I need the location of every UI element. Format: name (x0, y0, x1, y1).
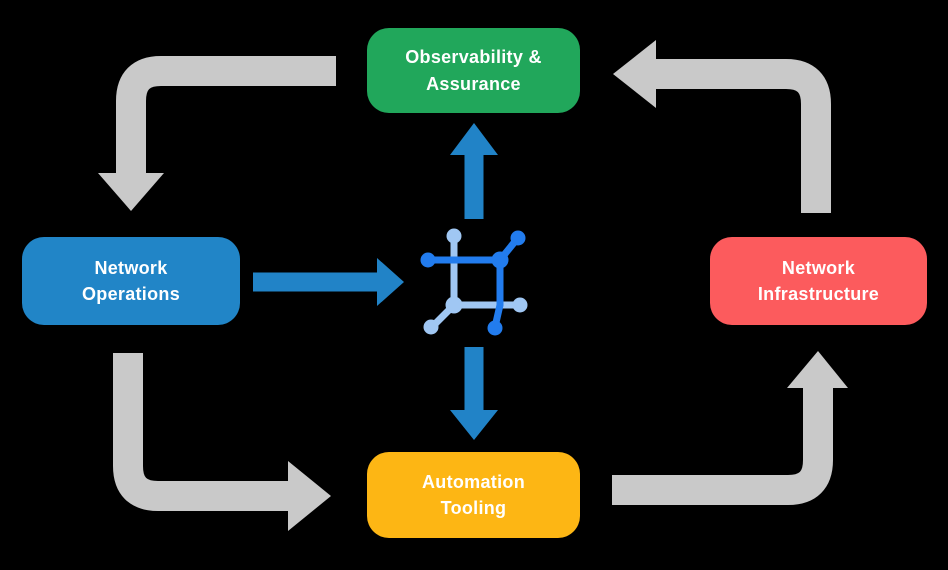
node-network-infrastructure: Network Infrastructure (710, 237, 927, 325)
node-label: Network Infrastructure (757, 257, 880, 304)
node-label: Observability & Assurance (405, 47, 542, 94)
arrow-automation-to-infrastructure (612, 351, 848, 505)
arrow-shaft (116, 56, 336, 174)
hub-icon-svg (420, 228, 528, 336)
icon-node-dark-left (420, 252, 436, 268)
arrow-observability-to-operations (98, 56, 336, 211)
arrow-operations-to-automation (113, 353, 331, 531)
arrow-shaft (113, 353, 288, 511)
arrow-center-to-automation (450, 347, 498, 440)
icon-joint-dark (491, 251, 509, 269)
arrow-infrastructure-to-observability (613, 40, 831, 213)
arrow-shaft (656, 59, 831, 213)
icon-node-light-top (446, 228, 462, 244)
icon-node-light-bottom-left (423, 319, 439, 335)
node-label: Automation Tooling (422, 471, 525, 518)
node-label: Network Operations (81, 257, 181, 304)
icon-joint-light (445, 296, 463, 314)
icon-node-dark-bottom (487, 320, 503, 336)
arrow-head (450, 410, 498, 440)
node-network-operations: Network Operations (22, 237, 240, 325)
arrow-shaft (612, 388, 833, 505)
arrow-head (787, 351, 848, 388)
arrow-head (613, 40, 656, 108)
arrow-head (450, 123, 498, 155)
arrow-center-to-observability (450, 123, 498, 219)
node-automation-tooling: Automation Tooling (367, 452, 580, 538)
arrow-head (288, 461, 331, 531)
network-automation-hub-icon (415, 225, 535, 345)
arrow-operations-to-center (253, 258, 404, 306)
icon-node-dark-top-right (510, 230, 526, 246)
node-observability-assurance: Observability & Assurance (367, 28, 580, 113)
arrow-head (98, 173, 164, 211)
icon-node-light-right (512, 297, 528, 313)
arrow-head (377, 258, 404, 306)
